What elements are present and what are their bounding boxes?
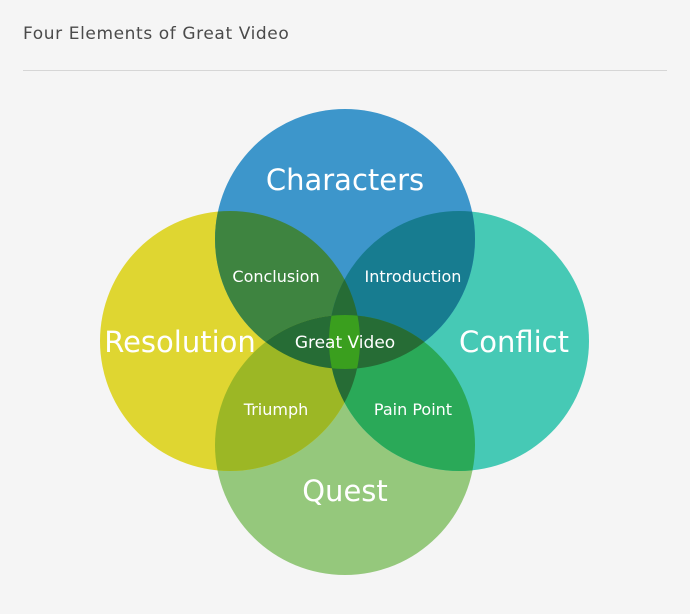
label-triumph: Triumph [243, 400, 308, 419]
label-pain-point: Pain Point [374, 400, 452, 419]
divider [23, 70, 667, 71]
label-characters: Characters [266, 163, 424, 197]
label-introduction: Introduction [365, 267, 462, 286]
label-resolution: Resolution [104, 325, 256, 359]
label-conflict: Conflict [459, 325, 569, 359]
label-conclusion: Conclusion [232, 267, 319, 286]
overlap-core [329, 315, 360, 369]
label-great-video: Great Video [295, 333, 395, 353]
label-quest: Quest [302, 474, 388, 508]
page-title: Four Elements of Great Video [23, 24, 290, 44]
